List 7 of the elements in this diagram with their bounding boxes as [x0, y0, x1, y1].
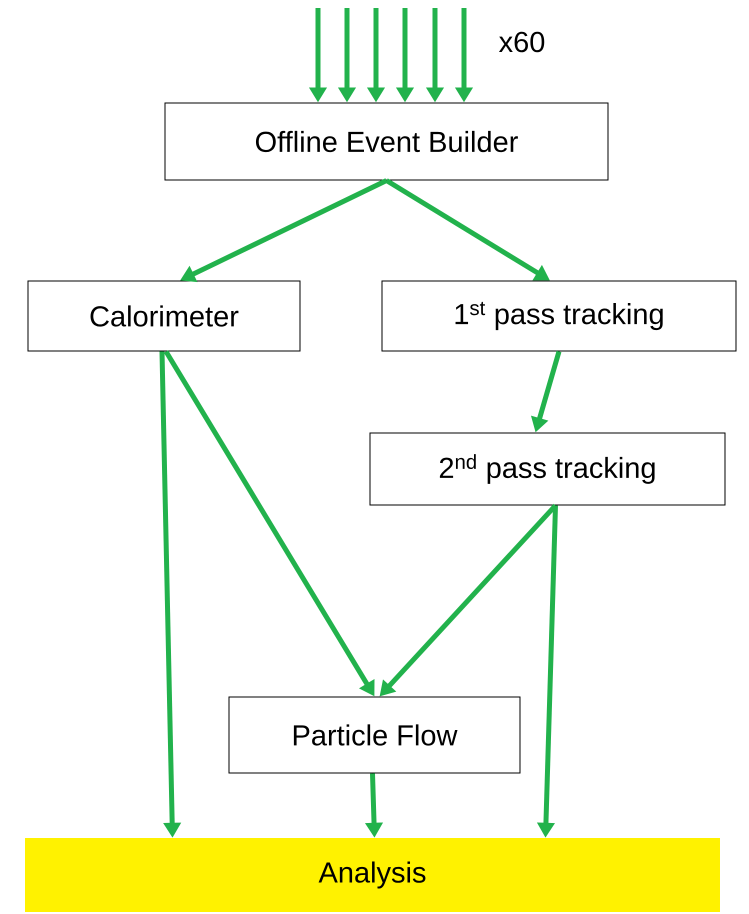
count-label: x60: [498, 32, 544, 52]
process-box: Particle Flow: [228, 696, 520, 774]
process-box: Offline Event Builder: [164, 102, 608, 180]
process-box: Calorimeter: [28, 280, 300, 352]
analysis-band: Analysis: [25, 838, 720, 912]
process-box: 2$^{nd}$ pass tracking: [370, 432, 726, 506]
process-box: 1$^{st}$ pass tracking: [382, 280, 736, 352]
